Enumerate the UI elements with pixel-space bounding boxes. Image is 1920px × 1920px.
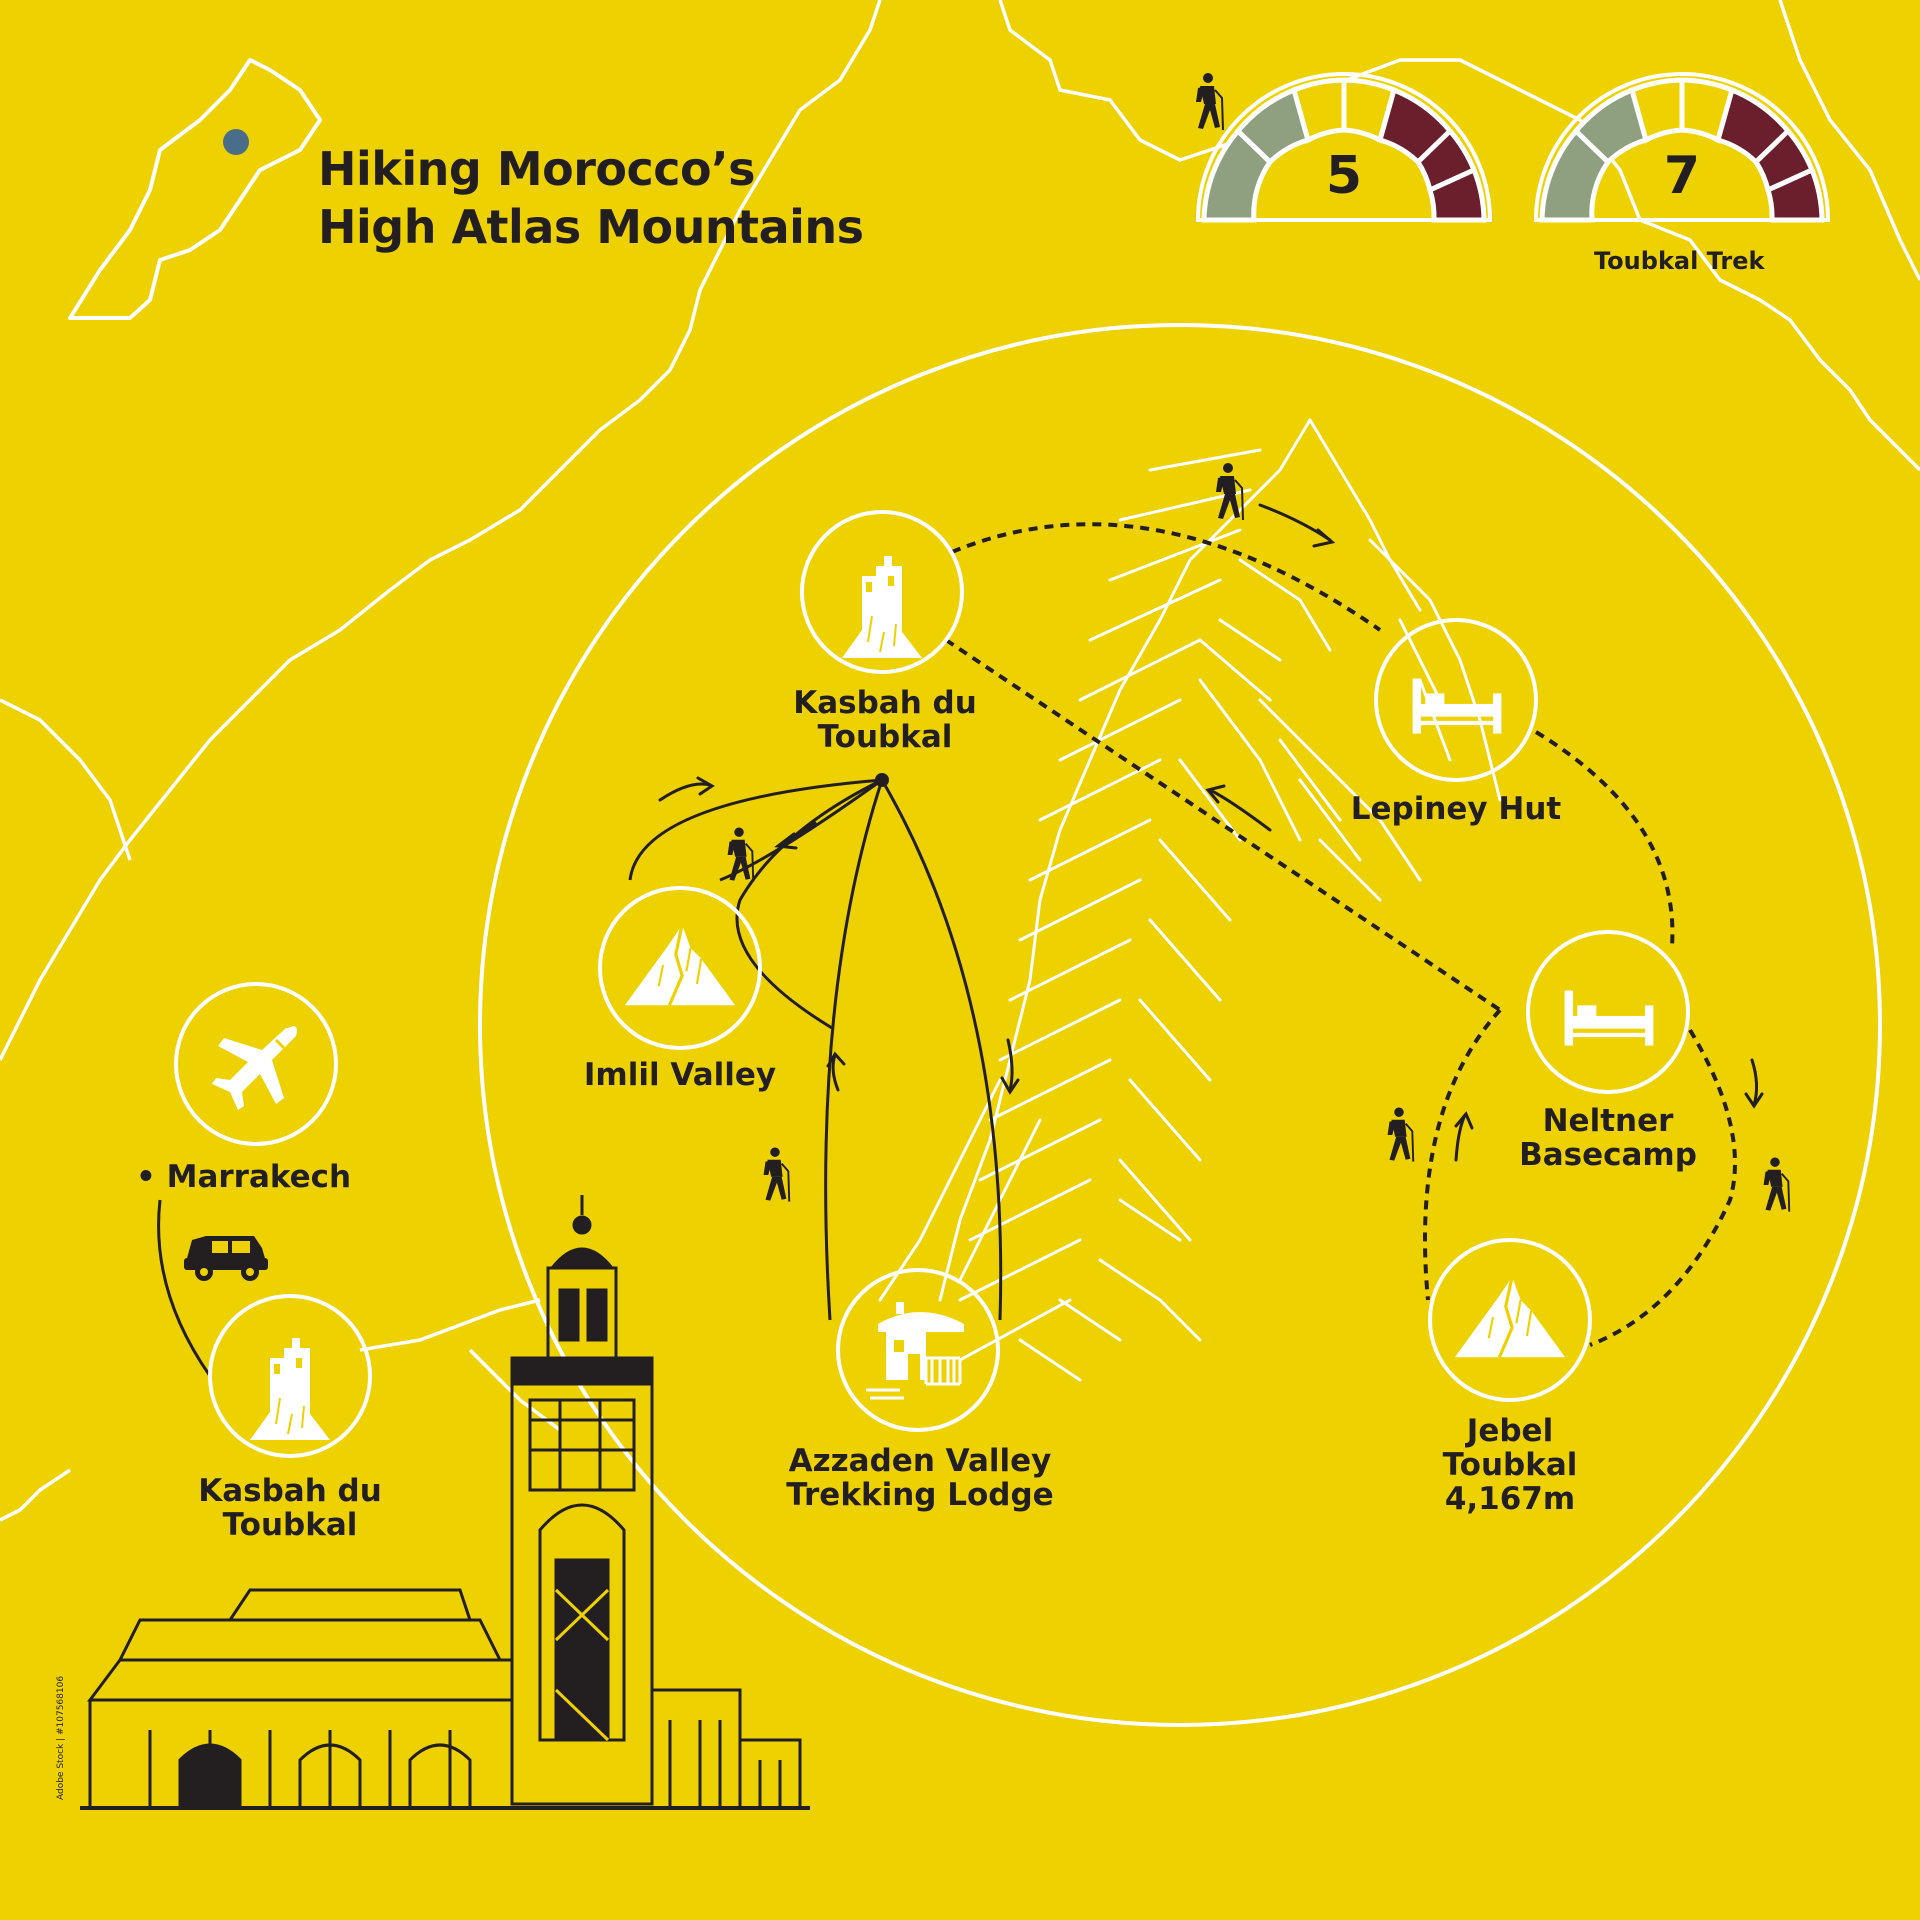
lepiney-hut-label: Lepiney Hut [1350, 791, 1562, 827]
page-title: Hiking Morocco’s High Atlas Mountains [318, 140, 864, 256]
gauge-two-caption: Toubkal Trek [1594, 247, 1765, 275]
airplane-icon [210, 1024, 299, 1112]
marrakech-label: • Marrakech [136, 1159, 352, 1195]
mountain-peak-icon [1453, 1275, 1567, 1359]
hiker-icon [1762, 1156, 1791, 1213]
hiker-icon [762, 1146, 791, 1203]
gauge-one-value: 5 [1325, 146, 1363, 206]
kasbah-start-label: Kasbah du Toubkal [198, 1473, 382, 1544]
jebel-toubkal-label: Jebel Toubkal 4,167m [1442, 1413, 1578, 1518]
gauge-two [1534, 72, 1830, 223]
jeep-icon [184, 1236, 268, 1281]
mountain-peak-icon [623, 923, 737, 1007]
imlil-valley-label: Imlil Valley [583, 1057, 777, 1093]
gauge-one [1196, 72, 1492, 223]
bed-icon [1564, 990, 1654, 1046]
hiker-icon [726, 826, 755, 883]
kasbah-top-label: Kasbah du Toubkal [793, 685, 977, 756]
lodge-hut-icon [864, 1300, 966, 1400]
neltner-basecamp-label: Neltner Basecamp [1519, 1103, 1697, 1174]
kasbah-tower-icon [249, 1337, 331, 1441]
image-credit: Adobe Stock | #107568106 [56, 1675, 66, 1800]
bed-icon [1412, 678, 1502, 734]
kasbah-tower-icon [841, 555, 923, 659]
title-line-1: Hiking Morocco’s [318, 142, 755, 196]
mosque-minaret-illustration [80, 1195, 810, 1810]
hiker-icon [1386, 1106, 1415, 1163]
hiker-icon [1195, 72, 1224, 131]
gauge-two-value: 7 [1663, 146, 1701, 206]
title-line-2: High Atlas Mountains [318, 200, 864, 254]
azzaden-lodge-label: Azzaden Valley Trekking Lodge [786, 1443, 1054, 1514]
